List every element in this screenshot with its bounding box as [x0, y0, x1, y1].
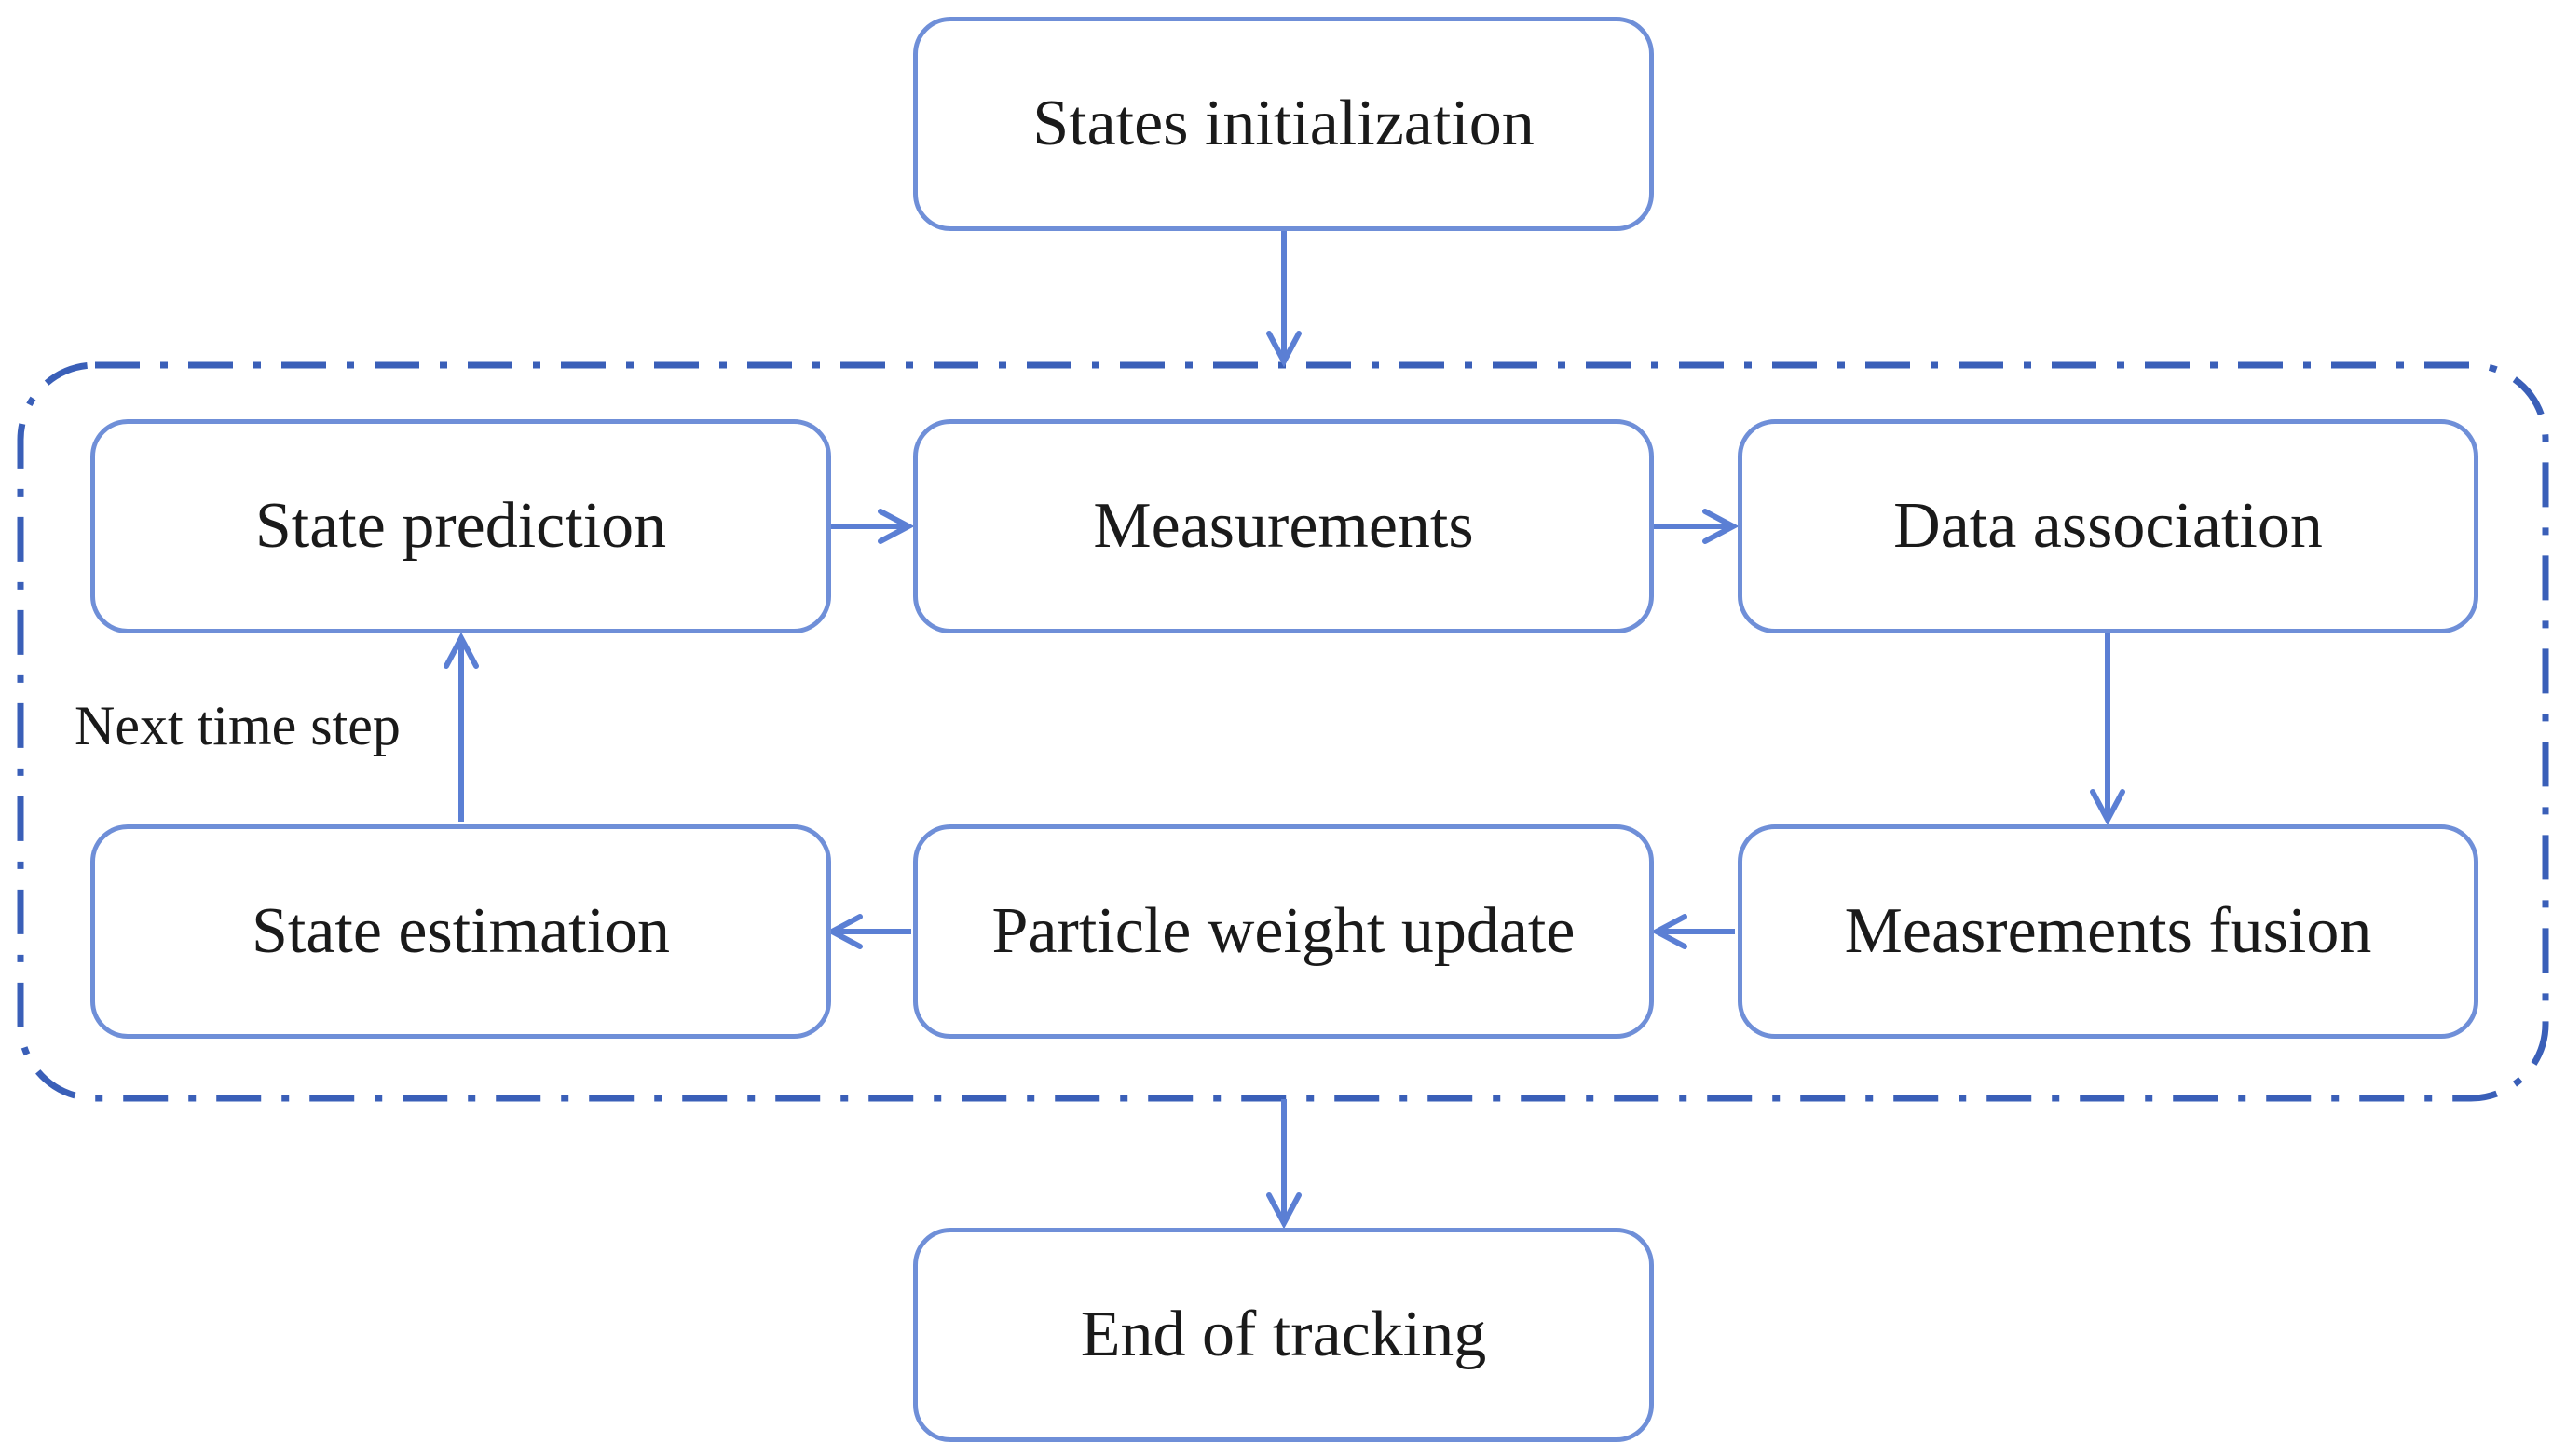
node-particle-weight-update: Particle weight update	[913, 824, 1654, 1039]
node-measurements-fusion: Measrements fusion	[1738, 824, 2478, 1039]
node-state-estimation: State estimation	[90, 824, 831, 1039]
node-measurements: Measurements	[913, 419, 1654, 633]
node-data-association: Data association	[1738, 419, 2478, 633]
node-states-initialization: States initialization	[913, 17, 1654, 231]
node-end-of-tracking: End of tracking	[913, 1228, 1654, 1442]
node-state-prediction: State prediction	[90, 419, 831, 633]
label-next-time-step: Next time step	[75, 695, 401, 756]
